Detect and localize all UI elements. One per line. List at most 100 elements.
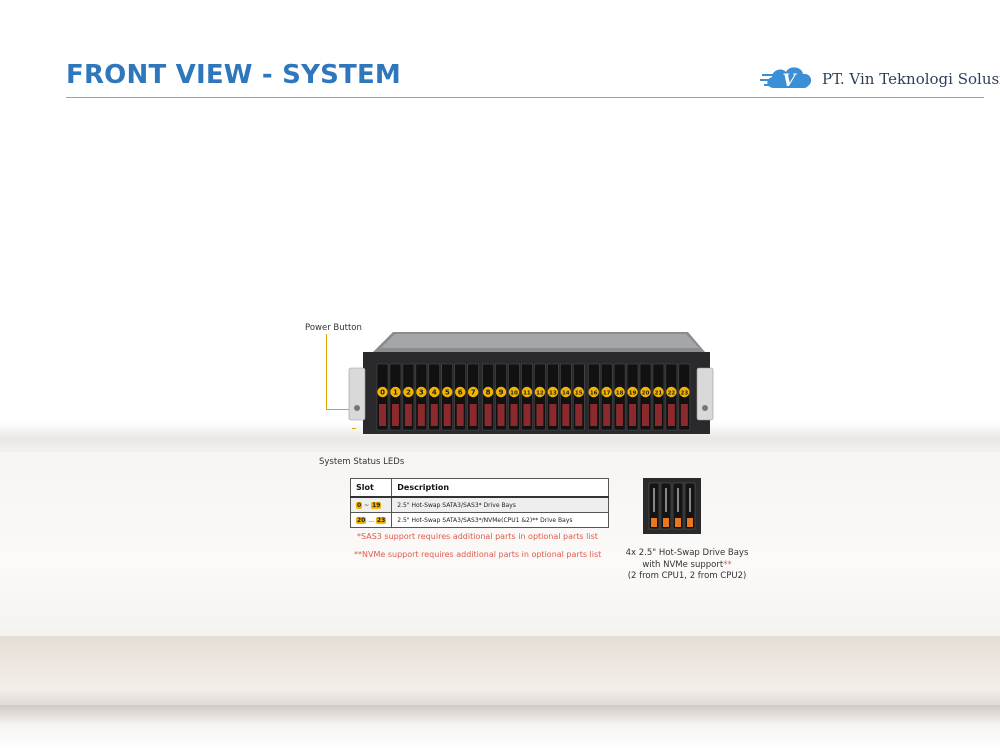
drive-bay-latch: [629, 404, 637, 426]
drive-bay-number-badge: [653, 386, 664, 398]
power-button-leader-line: [326, 334, 327, 410]
slot-range-separator: ~: [362, 501, 372, 509]
slot-badge: 19: [371, 501, 382, 509]
slot-column-header: Slot: [349, 478, 393, 498]
drive-bay-number: 15: [575, 391, 583, 397]
drive-bay-number: 11: [523, 391, 531, 397]
drive-bay-latch: [680, 404, 688, 426]
drive-bay-number: 21: [655, 391, 663, 397]
drive-bay-number: 20: [642, 391, 650, 397]
drive-bay-number: 5: [445, 389, 450, 397]
drive-bay-number: 23: [681, 391, 689, 397]
table-row: 0 ~ 19 2.5" Hot-Swap SATA3/SAS3* Drive B…: [349, 496, 609, 513]
drive-bay-number: 7: [471, 389, 476, 397]
drive-bay-number: 10: [510, 391, 518, 397]
company-name: PT. Vin Teknologi Solusi: [822, 70, 1000, 88]
drive-bay-latch: [590, 404, 598, 426]
drive-bay-number: 3: [419, 389, 424, 397]
background-band-shadow: [0, 705, 1000, 750]
drive-bay-latch: [510, 404, 518, 426]
drive-bay-number-badge: [601, 386, 612, 398]
drive-bay-number-badge: [467, 386, 479, 398]
drive-bay-number: 2: [406, 389, 411, 397]
drive-bay-latch: [616, 404, 624, 426]
drive-bay-number: 6: [458, 389, 463, 397]
page-title: FRONT VIEW - SYSTEM: [66, 60, 402, 90]
nvme-drive-latch: [663, 518, 669, 527]
drive-bay-latch: [667, 404, 675, 426]
slot-description-cell: 2.5" Hot-Swap SATA3/SAS3*/NVMe(CPU1 &2)*…: [391, 512, 609, 528]
slot-description-cell: 2.5" Hot-Swap SATA3/SAS3* Drive Bays: [391, 496, 609, 513]
drive-bay-latch: [536, 404, 544, 426]
nvme-drive-latch: [651, 518, 657, 527]
drive-bay-number-badge: [614, 386, 625, 398]
drive-bay-latch: [417, 404, 425, 426]
drive-bay-number: 16: [590, 391, 598, 397]
nvme-bays-caption: 4x 2.5" Hot-Swap Drive Bays with NVMe su…: [610, 548, 764, 583]
drive-bay-latch: [575, 404, 583, 426]
drive-bay-number: 0: [380, 389, 385, 397]
nvme-caption-asterisks: **: [723, 559, 732, 570]
nvme-caption-line-3: (2 from CPU1, 2 from CPU2): [627, 571, 747, 581]
drive-bay-number: 17: [603, 391, 611, 397]
drive-bay-number-badge: [588, 386, 599, 398]
drive-bay-number: 22: [668, 391, 676, 397]
drive-bay-number: 4: [432, 389, 437, 397]
slot-table-header: Slot Description: [349, 478, 609, 498]
drive-bay-latch: [562, 404, 570, 426]
power-button-leader-line-h: [326, 409, 349, 410]
drive-bay-number: 8: [486, 389, 491, 397]
drive-bay-latch: [497, 404, 505, 426]
nvme-drive-slot: [677, 488, 679, 512]
nvme-caption-line-1: 4x 2.5" Hot-Swap Drive Bays: [625, 548, 749, 558]
drive-bay-latch: [549, 404, 557, 426]
drive-bay-number-badge: [627, 386, 638, 398]
drive-bay-latch: [404, 404, 412, 426]
nvme-drive-slot: [689, 488, 691, 512]
drive-bay-number-badge: [429, 386, 440, 398]
drive-bay-latch: [654, 404, 662, 426]
table-row: 20 ... 23 2.5" Hot-Swap SATA3/SAS3*/NVMe…: [349, 512, 609, 528]
drive-bay-number: 19: [629, 391, 637, 397]
sas3-footnote: *SAS3 support requires additional parts …: [357, 532, 598, 541]
drive-bay-number: 12: [536, 391, 544, 397]
drive-bay-number-badge: [482, 386, 494, 398]
drive-bay-number-badge: [573, 386, 584, 398]
drive-bay-number-badge: [390, 386, 401, 398]
drive-bay-latch: [391, 404, 399, 426]
title-divider: [66, 97, 984, 98]
drive-bay-latch: [484, 404, 492, 426]
drive-bay-number-badge: [495, 386, 507, 398]
nvme-drive-bays-image: [643, 478, 701, 534]
background-band-bottom: [0, 636, 1000, 711]
drive-bay-latch: [642, 404, 649, 426]
drive-bay-number-badge: [666, 386, 677, 398]
nvme-footnote: **NVMe support requires additional parts…: [354, 550, 602, 559]
drive-bay-number: 14: [562, 391, 570, 397]
description-column-header: Description: [391, 478, 609, 498]
drive-bay-number-badge: [403, 386, 414, 398]
drive-bay-number-badge: [547, 386, 559, 398]
drive-bay-number: 1: [393, 389, 398, 397]
nvme-caption-line-2: with NVMe support**: [642, 559, 732, 570]
drive-bay-latch: [469, 404, 477, 426]
drive-bay-number-badge: [377, 386, 388, 398]
company-logo: V PT. Vin Teknologi Solusi: [760, 62, 1000, 98]
drive-bay-number-badge: [679, 386, 690, 398]
drive-bay-latch: [523, 404, 531, 426]
drive-bay-latch: [430, 404, 438, 426]
power-button-label: Power Button: [305, 323, 362, 333]
slot-range-separator: ...: [366, 516, 376, 524]
drive-bay-latch: [603, 404, 611, 426]
slot-badge: 0: [356, 501, 363, 509]
nvme-drive-latch: [675, 518, 681, 527]
drive-bay-number-badge: [455, 386, 466, 398]
slot-range-cell: 0 ~ 19: [349, 496, 393, 513]
slot-badge: 23: [375, 516, 387, 524]
slot-table: Slot Description 0 ~ 19 2.5" Hot-Swap SA…: [349, 478, 609, 528]
logo-letter: V: [782, 71, 797, 91]
slot-badge: 20: [356, 516, 367, 524]
drive-bay-number: 18: [616, 391, 624, 397]
drive-bay-number-badge: [508, 386, 520, 398]
